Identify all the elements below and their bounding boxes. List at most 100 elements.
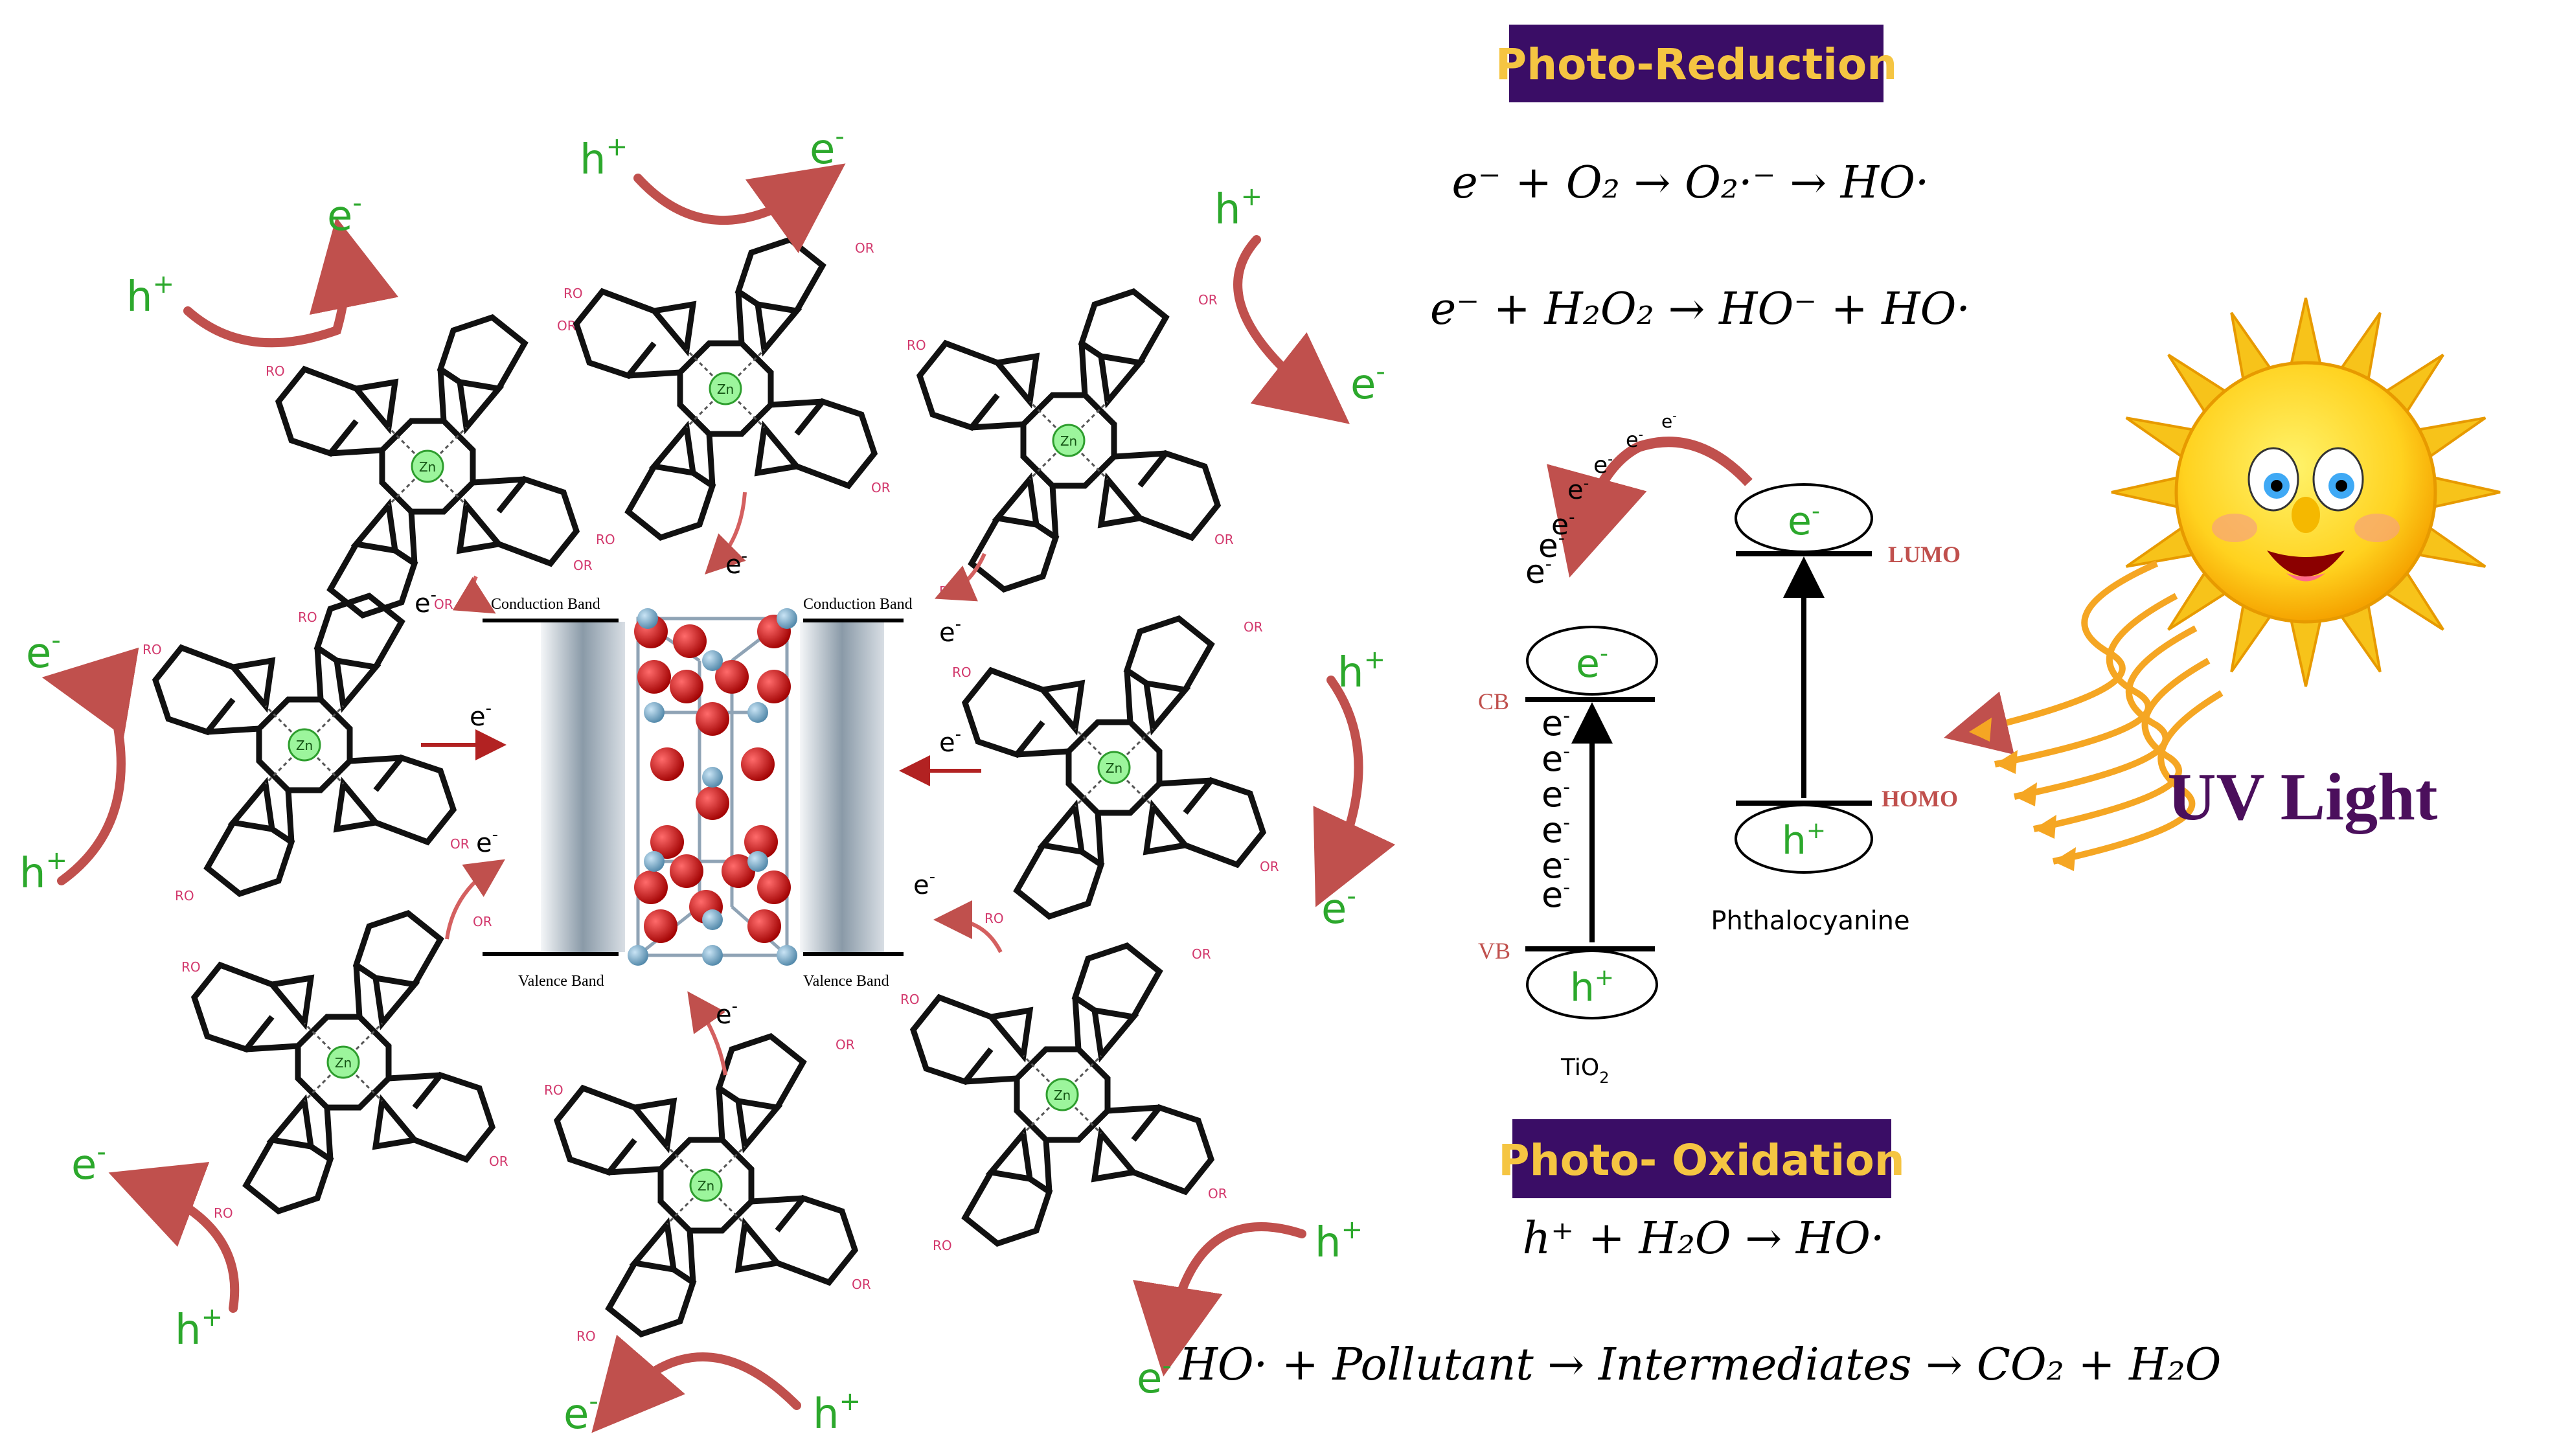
oxygen-atom <box>757 870 791 904</box>
oxygen-atom <box>696 702 729 736</box>
conduction-band-label-right: Conduction Band <box>803 596 913 613</box>
photo-oxidation-label: Photo- Oxidation <box>1498 1119 1905 1198</box>
titanium-atom <box>702 650 723 671</box>
svg-text:e-: e- <box>415 586 437 619</box>
sun-ray <box>2426 474 2501 510</box>
svg-text:h+: h+ <box>1782 817 1826 863</box>
svg-text:e-: e- <box>1321 882 1356 933</box>
outer-charge-cycles: h+ e- h+ e- h+ e- e- h+ h+ e- e- h+ e- h… <box>19 122 1396 1439</box>
svg-text:h+: h+ <box>580 132 628 184</box>
titanium-atom <box>702 945 723 966</box>
valence-band-label: Valence Band <box>518 973 604 990</box>
titanium-atom <box>644 702 665 723</box>
pc-molecule-mid-right <box>952 619 1279 926</box>
oxygen-atom <box>744 825 778 859</box>
titanium-atom <box>702 767 723 788</box>
svg-text:e-: e- <box>1542 703 1570 744</box>
svg-text:e-: e- <box>939 725 961 758</box>
titanium-atom <box>644 851 665 872</box>
photo-reduction-label: Photo-Reduction <box>1496 25 1897 102</box>
svg-text:e-: e- <box>1350 357 1385 409</box>
svg-text:e-: e- <box>1593 451 1613 479</box>
svg-text:e-: e- <box>1542 774 1570 815</box>
svg-text:e-: e- <box>563 1387 598 1439</box>
svg-text:e-: e- <box>913 867 935 900</box>
equation-2: e⁻ + H₂O₂ → HO⁻ + HO· <box>1430 284 1970 335</box>
equation-1: e⁻ + O₂ → O₂·⁻ → HO· <box>1452 157 1929 209</box>
oxygen-atom <box>634 870 668 904</box>
oxygen-atom <box>673 624 707 658</box>
oxygen-atom <box>722 854 755 888</box>
svg-text:e-: e- <box>26 626 61 677</box>
oxygen-atom <box>696 786 729 820</box>
svg-text:e-: e- <box>1788 498 1820 544</box>
svg-text:e-: e- <box>1551 508 1575 541</box>
transfer-electrons: e- e- e- e- e- e- e- <box>1525 409 1677 591</box>
band-energy-diagram: e- h+ CB VB TiO2 e- e- e- e- e- e- e- h+… <box>1478 409 1961 1087</box>
pc-molecule-top-left <box>266 317 593 625</box>
sun-ray <box>2111 474 2185 510</box>
svg-text:h+: h+ <box>1214 182 1262 234</box>
titanium-atom <box>637 608 658 629</box>
svg-text:h+: h+ <box>813 1387 861 1439</box>
green-charge-labels: h+ e- h+ e- h+ e- e- h+ h+ e- e- h+ e- h… <box>19 122 1385 1439</box>
oxygen-atom <box>757 670 791 703</box>
svg-text:e-: e- <box>725 547 747 580</box>
svg-text:e-: e- <box>1538 527 1565 565</box>
svg-text:h+: h+ <box>126 269 174 321</box>
pc-molecule-top-center <box>563 240 891 547</box>
cb-label: CB <box>1478 688 1509 714</box>
svg-text:TiO2: TiO2 <box>1560 1054 1610 1087</box>
oxygen-atom <box>644 909 677 943</box>
oxygen-atom <box>637 660 671 694</box>
svg-text:h+: h+ <box>19 846 67 898</box>
svg-text:e-: e- <box>327 188 362 240</box>
oxygen-atom <box>747 909 781 943</box>
oxygen-atom <box>650 747 684 781</box>
pc-molecule-bottom-right <box>900 946 1227 1253</box>
svg-text:e-: e- <box>716 997 738 1030</box>
svg-text:h+: h+ <box>1337 645 1385 697</box>
oxygen-atom <box>741 747 775 781</box>
svg-text:e-: e- <box>1542 738 1570 779</box>
svg-text:h+: h+ <box>175 1302 223 1354</box>
oxygen-atom <box>650 825 684 859</box>
homo-label: HOMO <box>1882 786 1958 812</box>
tio2-crystal-structure <box>628 608 797 966</box>
oxygen-atom <box>670 854 703 888</box>
phthalocyanine-label: Phthalocyanine <box>1711 906 1909 936</box>
sun-icon <box>2111 297 2501 687</box>
pc-molecule-mid-left <box>142 596 470 904</box>
svg-text:e-: e- <box>1525 553 1552 591</box>
pc-molecule-top-right <box>907 291 1234 599</box>
svg-text:e-: e- <box>939 615 961 648</box>
sun-ray <box>2288 297 2324 372</box>
svg-text:h+: h+ <box>1315 1215 1363 1267</box>
svg-text:e-: e- <box>1576 641 1608 687</box>
svg-text:e-: e- <box>476 825 498 858</box>
right-band-panel: Conduction Band Valence Band <box>800 596 913 990</box>
titanium-atom <box>702 909 723 930</box>
svg-text:e-: e- <box>1661 409 1677 432</box>
equation-3: h⁺ + H₂O → HO· <box>1522 1213 1884 1264</box>
svg-text:h+: h+ <box>1570 964 1614 1010</box>
svg-text:e-: e- <box>1542 874 1570 915</box>
left-band-panel: Conduction Band Valence Band <box>483 596 625 990</box>
electron-injection-arrows <box>421 492 1003 1076</box>
svg-text:e-: e- <box>1567 474 1589 505</box>
uv-ray-heads <box>1969 718 2076 871</box>
band-electron-labels: e- e- e- e- e- e- e- e- <box>415 547 961 1030</box>
vb-label: VB <box>1478 938 1510 964</box>
equation-4: HO· + Pollutant → Intermediates → CO₂ + … <box>1178 1339 2222 1391</box>
valence-band-label-right: Valence Band <box>803 973 889 990</box>
svg-text:e-: e- <box>1137 1351 1172 1403</box>
uv-light-label: UV Light <box>2167 760 2437 834</box>
titanium-atom <box>628 945 648 966</box>
svg-text:Photo- Oxidation: Photo- Oxidation <box>1498 1135 1905 1185</box>
conduction-band-label: Conduction Band <box>491 596 600 613</box>
uv-rays <box>1944 560 2224 865</box>
svg-text:e-: e- <box>71 1137 106 1189</box>
svg-text:e-: e- <box>810 122 845 174</box>
oxygen-atom <box>670 670 703 703</box>
